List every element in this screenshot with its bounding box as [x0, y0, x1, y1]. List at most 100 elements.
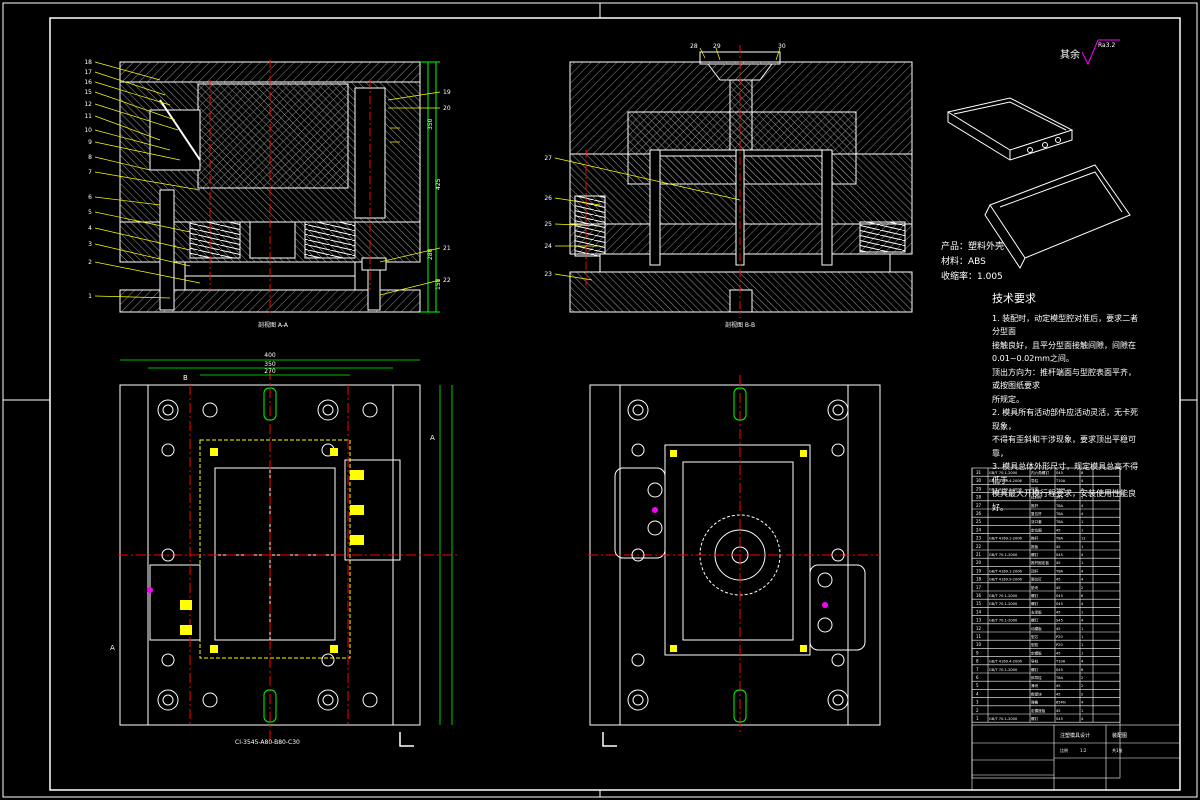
- dim-a-4: 150: [435, 278, 442, 290]
- title-block-drawing-name: 装配图: [1112, 732, 1127, 739]
- bom-cell: 1: [1081, 561, 1083, 565]
- tech-note-line: 3. 模具总体外形尺寸，规定模具总高不得低于: [992, 462, 1139, 485]
- bom-cell: 推板: [1031, 544, 1039, 549]
- callout-19: 19: [443, 89, 451, 96]
- title-block: [971, 724, 1181, 791]
- bom-cell: T10A: [1055, 660, 1066, 664]
- bom-cell: 45: [1056, 610, 1061, 614]
- bom-cell: 顶杆: [1031, 568, 1039, 573]
- bom-cell: 15: [976, 601, 982, 606]
- tech-note-line: 2. 模具所有活动部件应活动灵活，无卡死现象，: [992, 408, 1139, 431]
- roughness-label: 其余: [1060, 50, 1080, 61]
- bom-cell: 65Mn: [1056, 701, 1066, 705]
- bom-cell: 斜导柱: [1031, 675, 1042, 680]
- bom-cell: S45: [1056, 471, 1063, 475]
- bom-cell: 12: [1081, 537, 1086, 541]
- bom-cell: 45: [1056, 684, 1061, 688]
- letter-a-bottom: A: [110, 644, 115, 652]
- bom-cell: 45: [1056, 651, 1061, 655]
- bom-cell: 复位杆: [1031, 511, 1042, 516]
- bom-cell: 动模板: [1031, 626, 1042, 631]
- bom-cell: GB/T 70.1-2000: [989, 471, 1018, 475]
- bom-cell: 6: [1081, 594, 1084, 598]
- callout-21: 21: [443, 245, 451, 252]
- bom-cell: 6: [1081, 668, 1084, 672]
- bom-cell: GB/T 4169.9-2006: [989, 578, 1023, 582]
- bom-cell: 11: [976, 634, 982, 639]
- callout-22: 22: [443, 277, 451, 284]
- callout-17: 17: [84, 69, 92, 76]
- callout-8: 8: [88, 154, 92, 161]
- letter-a-top: A: [430, 434, 435, 442]
- plan-view-right: [588, 375, 881, 747]
- bom-cell: 1: [1081, 545, 1083, 549]
- callout-23: 23: [544, 271, 552, 278]
- title-block-scale-value: 1:2: [1080, 748, 1087, 753]
- bom-cell: 19: [976, 568, 982, 573]
- bom-cell: S45: [1056, 717, 1063, 721]
- bom-cell: GB/T 70.1-2000: [989, 668, 1018, 672]
- callout-6: 6: [88, 194, 92, 201]
- bom-cell: 导柱: [1031, 659, 1039, 664]
- bom-cell: 45: [1056, 528, 1061, 532]
- bom-cell: 4: [1081, 504, 1084, 508]
- callout-2: 2: [88, 259, 92, 266]
- bottom-plate-label: CI-3545-A80-B80-C30: [235, 739, 300, 746]
- bom-cell: 楔紧块: [1031, 691, 1042, 696]
- bom-cell: 4: [1081, 512, 1084, 516]
- bom-cell: 4: [1081, 553, 1084, 557]
- bom-cell: 12: [976, 626, 982, 631]
- bom-cell: 螺钉: [1031, 593, 1039, 598]
- bom-cell: GB/T 70.1-2000: [989, 619, 1018, 623]
- bom-cell: P20: [1056, 635, 1063, 639]
- bom-cell: 4: [976, 691, 979, 696]
- bom-cell: 螺钉: [1031, 618, 1039, 623]
- bom-cell: T8A: [1055, 569, 1063, 573]
- roughness-symbol: [1081, 39, 1120, 66]
- bom-cell: GB/T 70.1-2000: [989, 717, 1018, 721]
- tech-note-line: 1. 装配时，动定模型腔对准后，要求二者分型面: [992, 313, 1139, 337]
- bom-cell: GB/T 4169.4-2006: [989, 660, 1023, 664]
- plan-view-left: 400 350 270 A A B CI-3545-A80-B80-C30: [110, 352, 460, 747]
- bom-cell: 4: [1081, 619, 1084, 623]
- product-info: 产品：塑料外壳 材料：ABS 收缩率：1.005: [941, 240, 1004, 285]
- bom-table: [971, 467, 1121, 779]
- dim-a-2: 350: [427, 118, 434, 130]
- bom-cell: 导柱: [1031, 478, 1039, 483]
- bom-cell: 25: [976, 519, 982, 524]
- bom-cell: 3: [976, 700, 979, 705]
- bom-cell: 23: [976, 536, 982, 541]
- tech-note-line: 所规定。: [992, 394, 1024, 404]
- bom-cell: S45: [1056, 553, 1063, 557]
- bom-cell: 24: [976, 527, 982, 532]
- tech-notes: 技术要求 1. 装配时，动定模型腔对准后，要求二者分型面 接触良好，且平分型面接…: [992, 292, 1142, 514]
- bom-cell: 22: [976, 544, 982, 549]
- tech-note-line: 不得有歪斜和干涉现象，要求顶出平稳可靠，: [992, 435, 1136, 458]
- roughness-value: Ra3.2: [1098, 42, 1115, 49]
- bom-cell: 5: [976, 683, 979, 688]
- bom-cell: 2: [976, 708, 979, 713]
- bom-cell: S45: [1056, 602, 1063, 606]
- bom-cell: 45: [1056, 692, 1061, 696]
- dim-a-1: 425: [435, 178, 442, 190]
- dim-plan-2: 350: [264, 361, 276, 368]
- bom-cell: 推杆: [1031, 536, 1039, 541]
- callout-25: 25: [544, 221, 552, 228]
- callout-1: 1: [88, 293, 92, 300]
- bom-cell: T8A: [1055, 512, 1063, 516]
- section-a-caption: 剖视图 A-A: [258, 321, 289, 329]
- bom-cell: 2: [1081, 676, 1083, 680]
- bom-cell: 导套: [1031, 486, 1039, 491]
- tech-note-line: 0.01~0.02mm之间。: [992, 354, 1074, 363]
- bom-cell: 定模座板: [1031, 708, 1046, 713]
- bom-cell: T8A: [1055, 520, 1063, 524]
- bom-cell: 浇口套: [1031, 519, 1042, 524]
